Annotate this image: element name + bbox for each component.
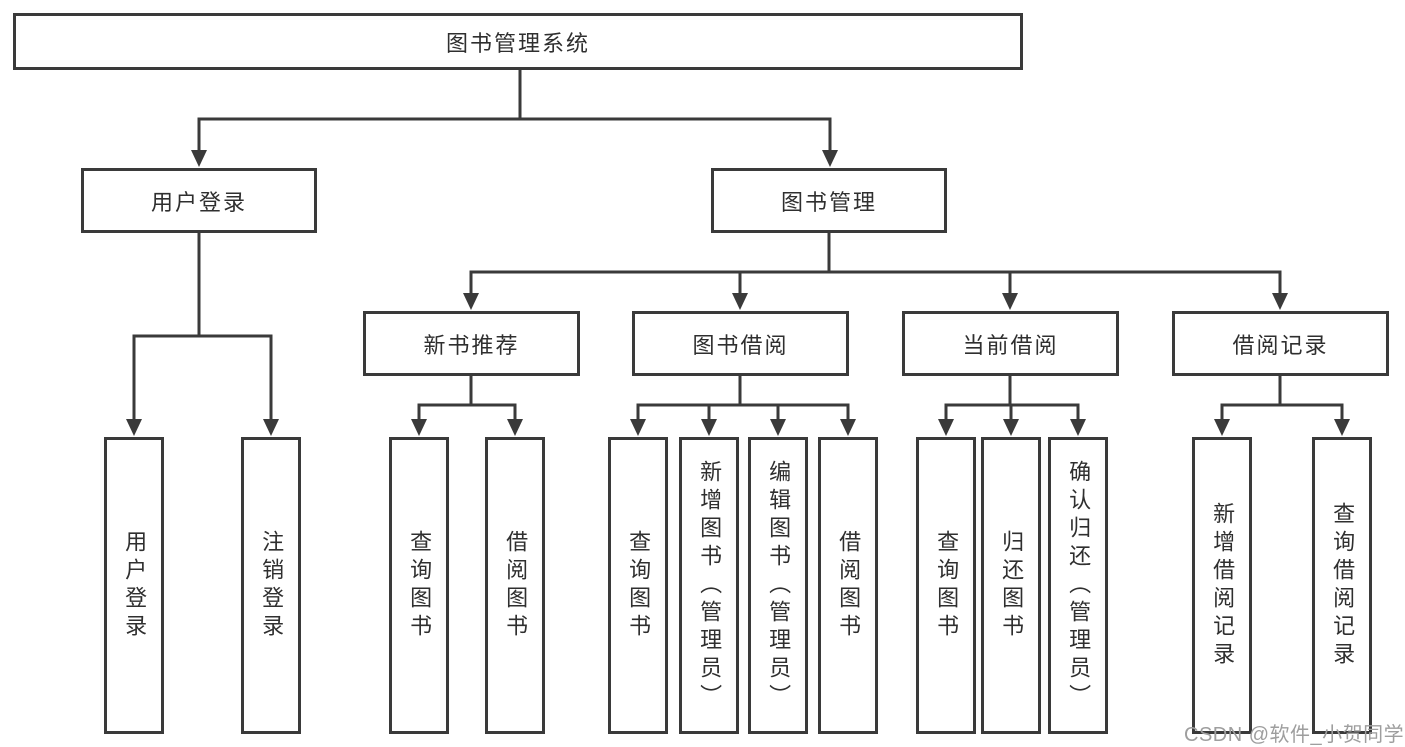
node-label: 查询图书 [626,529,652,642]
node-label: 用户登录 [150,189,247,215]
csdn-watermark: CSDN @软件_小贺同学 [1184,724,1405,746]
leaf-borrow-books: 借阅图书 [818,437,878,734]
node-label: 确认归还（管理员） [1066,459,1092,712]
leaf-query-books-current: 查询图书 [916,437,976,734]
node-label: 借阅图书 [836,529,862,642]
node-label: 归还图书 [999,529,1025,642]
node-label: 编辑图书（管理员） [766,459,792,712]
leaf-query-books-borrow: 查询图书 [608,437,668,734]
node-user-login: 用户登录 [81,168,317,233]
node-label: 查询图书 [407,529,433,642]
node-label: 新增图书（管理员） [697,459,723,712]
node-label: 图书管理系统 [445,30,590,56]
leaf-edit-book-admin: 编辑图书（管理员） [748,437,808,734]
leaf-confirm-return-admin: 确认归还（管理员） [1048,437,1108,734]
node-current-borrow: 当前借阅 [902,311,1119,376]
node-label: 当前借阅 [962,332,1059,358]
leaf-add-book-admin: 新增图书（管理员） [679,437,739,734]
node-label: 查询图书 [934,529,960,642]
node-label: 借阅图书 [503,529,529,642]
node-book-management-system: 图书管理系统 [13,13,1023,70]
node-new-book-recommend: 新书推荐 [363,311,580,376]
node-label: 新书推荐 [423,332,520,358]
leaf-return-book: 归还图书 [981,437,1041,734]
node-book-borrow: 图书借阅 [632,311,849,376]
leaf-borrow-books-recommend: 借阅图书 [485,437,545,734]
node-label: 查询借阅记录 [1330,501,1356,670]
node-label: 用户登录 [122,529,148,642]
node-book-management: 图书管理 [711,168,947,233]
node-label: 图书管理 [780,189,877,215]
node-borrow-records: 借阅记录 [1172,311,1389,376]
node-label: 注销登录 [259,529,285,642]
arrowheads [126,150,1350,436]
node-label: 借阅记录 [1232,332,1329,358]
leaf-user-login: 用户登录 [104,437,164,734]
leaf-query-books-recommend: 查询图书 [389,437,449,734]
node-label: 图书借阅 [692,332,789,358]
leaf-logout: 注销登录 [241,437,301,734]
node-label: 新增借阅记录 [1210,501,1236,670]
leaf-query-borrow-record: 查询借阅记录 [1312,437,1372,734]
leaf-add-borrow-record: 新增借阅记录 [1192,437,1252,734]
